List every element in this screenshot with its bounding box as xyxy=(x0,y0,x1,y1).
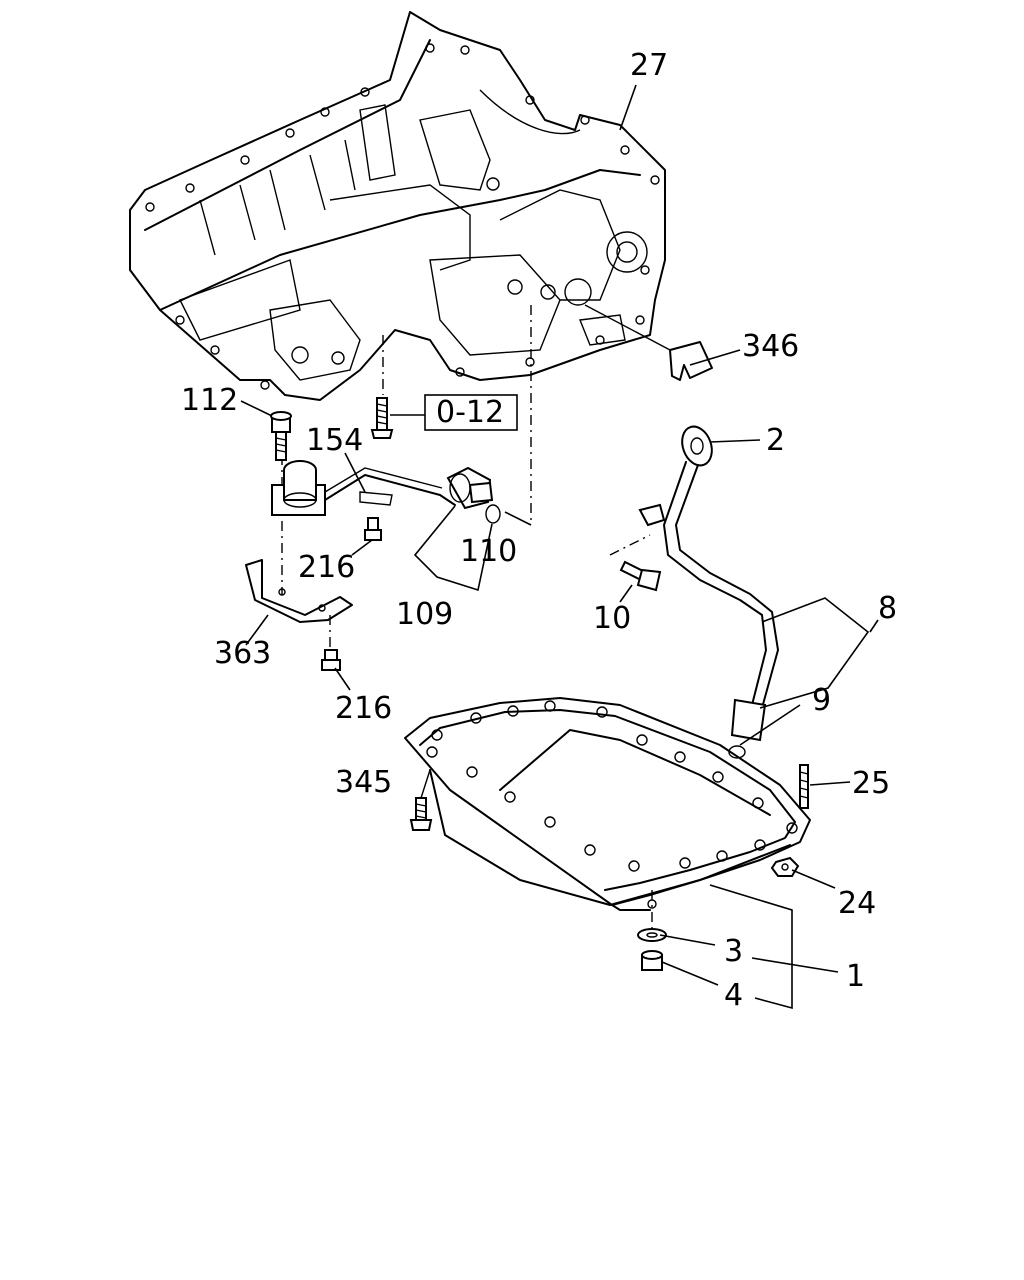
callout-216-lower: 216 xyxy=(335,691,392,726)
callout-9: 9 xyxy=(812,683,831,718)
callout-109: 109 xyxy=(396,597,453,632)
oil-level-sensor xyxy=(271,460,456,516)
callout-27: 27 xyxy=(630,48,668,83)
sensor-connector xyxy=(446,466,501,524)
bolt-10 xyxy=(619,560,662,592)
bolt-216-upper xyxy=(364,517,382,541)
callout-3: 3 xyxy=(724,934,743,969)
nut-24 xyxy=(770,856,800,877)
reference-box-0-12 xyxy=(424,394,518,431)
callout-110: 110 xyxy=(460,534,517,569)
clip-346 xyxy=(584,304,713,381)
callout-2: 2 xyxy=(766,423,785,458)
callout-345: 345 xyxy=(335,765,392,800)
callout-10: 10 xyxy=(593,601,631,636)
bolt-0-12 xyxy=(370,397,394,439)
callout-25: 25 xyxy=(852,766,890,801)
callout-24: 24 xyxy=(838,886,876,921)
callout-112: 112 xyxy=(181,383,238,418)
washer-3 xyxy=(637,928,667,942)
lower-crankcase-block xyxy=(129,11,666,401)
bolt-112 xyxy=(270,411,292,461)
drain-plug-4 xyxy=(641,950,663,971)
oil-gauge-tube xyxy=(638,425,779,759)
bolt-216-lower xyxy=(321,649,341,671)
callout-8: 8 xyxy=(878,591,897,626)
oil-pan xyxy=(404,697,811,911)
bracket-363 xyxy=(245,559,353,623)
stud-25 xyxy=(799,764,809,809)
bolt-345 xyxy=(409,769,433,831)
callout-4: 4 xyxy=(724,978,743,1013)
callout-216-upper: 216 xyxy=(298,550,355,585)
callout-0-12: 0-12 xyxy=(436,395,504,430)
callout-363: 363 xyxy=(214,636,271,671)
callout-346: 346 xyxy=(742,329,799,364)
callout-1: 1 xyxy=(846,959,865,994)
leader-lines xyxy=(240,84,879,1010)
callout-154: 154 xyxy=(306,423,363,458)
